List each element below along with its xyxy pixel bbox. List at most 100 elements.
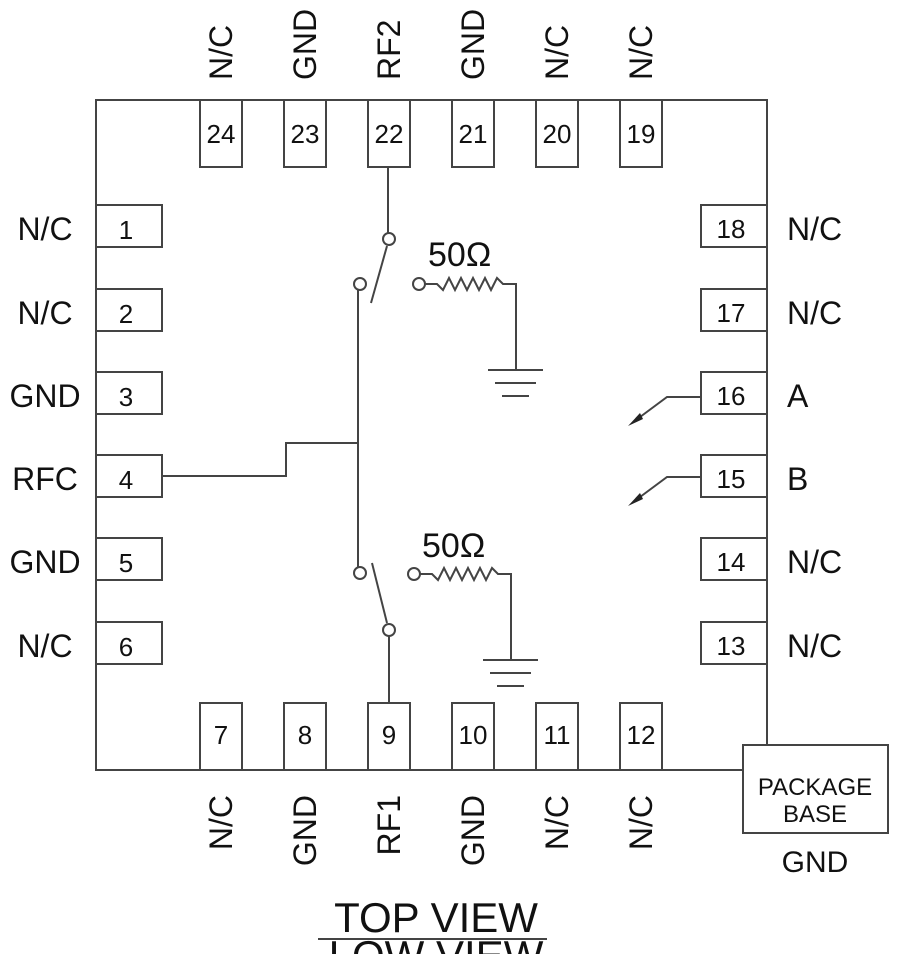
package-body <box>95 99 768 771</box>
pin-name: N/C <box>787 544 842 580</box>
pin-13-pad <box>700 621 768 665</box>
pin-name: GND <box>455 795 491 866</box>
view-title: TOP VIEW <box>334 894 538 941</box>
pin-number: 18 <box>717 214 746 244</box>
control-a-arrow-icon <box>628 413 643 426</box>
cut-off-text: LOW VIEW <box>329 932 544 954</box>
pin-15-pad <box>700 454 768 498</box>
pin-number: 4 <box>119 465 133 495</box>
pin-name: N/C <box>17 628 72 664</box>
pin-number: 1 <box>119 215 133 245</box>
switch-top-node-common <box>353 277 367 291</box>
pin-name: GND <box>9 378 80 414</box>
pin-number: 17 <box>717 298 746 328</box>
pin-name: N/C <box>17 295 72 331</box>
pin-16-pad <box>700 371 768 415</box>
pin-name: N/C <box>787 295 842 331</box>
control-b-arrow-icon <box>628 493 643 506</box>
pin-number: 10 <box>459 720 488 750</box>
switch-bottom-node-common <box>353 566 367 580</box>
pin-number: 23 <box>291 119 320 149</box>
pin-4-pad <box>95 454 163 498</box>
pin-8-pad <box>283 702 327 771</box>
pin-name: A <box>787 378 809 414</box>
pin-17-pad <box>700 288 768 332</box>
ground-symbol-bottom <box>483 659 538 687</box>
pin-number: 21 <box>459 119 488 149</box>
pin-name: B <box>787 461 808 497</box>
package-base-line1: PACKAGE <box>758 774 872 801</box>
pin-number: 2 <box>119 299 133 329</box>
pin-name: RF1 <box>371 795 407 855</box>
control-b-trace <box>635 476 700 501</box>
pin-number: 7 <box>214 720 228 750</box>
pin-number: 15 <box>717 464 746 494</box>
pin-18-pad <box>700 204 768 248</box>
pin-7-pad <box>199 702 243 771</box>
pin-14-pad <box>700 537 768 581</box>
pin-name: GND <box>287 9 323 80</box>
pin-name: N/C <box>203 795 239 850</box>
pin-22-pad <box>367 99 411 168</box>
pin-number: 3 <box>119 382 133 412</box>
pin-number: 22 <box>375 119 404 149</box>
pin-5-pad <box>95 537 163 581</box>
pin-name: N/C <box>539 795 575 850</box>
pin-10-pad <box>451 702 495 771</box>
pin-number: 12 <box>627 720 656 750</box>
pin-number: 9 <box>382 720 396 750</box>
package-base-line2: BASE <box>783 801 847 828</box>
pin-name: N/C <box>623 795 659 850</box>
switch-top-node-rf2 <box>382 232 396 246</box>
pin-number: 14 <box>717 547 746 577</box>
package-base-gnd-label: GND <box>782 846 849 879</box>
switch-top-node-term <box>412 277 426 291</box>
rfc-trace <box>162 442 358 477</box>
resistor-bottom <box>420 565 512 660</box>
pin-3-pad <box>95 371 163 415</box>
pin-name: N/C <box>787 628 842 664</box>
resistor-top-label: 50Ω <box>428 236 491 274</box>
pin-name: GND <box>287 795 323 866</box>
pin-23-pad <box>283 99 327 168</box>
pin-name: RF2 <box>371 20 407 80</box>
pin-24-pad <box>199 99 243 168</box>
control-a-trace <box>635 396 700 421</box>
pin-number: 11 <box>544 720 571 750</box>
pin-19-pad <box>619 99 663 168</box>
pin-number: 6 <box>119 632 133 662</box>
pin-number: 19 <box>627 119 656 149</box>
pin-number: 16 <box>717 381 746 411</box>
pin-name: N/C <box>539 25 575 80</box>
pin-6-pad <box>95 621 163 665</box>
pin-name: N/C <box>203 25 239 80</box>
pin-number: 13 <box>717 631 746 661</box>
pin-number: 5 <box>119 548 133 578</box>
package-base-box <box>742 744 889 834</box>
pin-name: GND <box>9 544 80 580</box>
pin-name: N/C <box>623 25 659 80</box>
resistor-bottom-label: 50Ω <box>422 527 485 565</box>
switch-bottom-node-term <box>407 567 421 581</box>
switch-top-arm <box>370 245 388 304</box>
pin-2-pad <box>95 288 163 332</box>
pin-12-pad <box>619 702 663 771</box>
pin-number: 20 <box>543 119 572 149</box>
pin-1-pad <box>95 204 163 248</box>
pin-name: N/C <box>787 211 842 247</box>
pin-name: N/C <box>17 211 72 247</box>
pin-number: 8 <box>298 720 312 750</box>
pins-top: 24 N/C 23 GND 22 RF2 21 GND 20 N/C 19 N/C <box>199 9 663 168</box>
pin-number: 24 <box>207 119 236 149</box>
ground-symbol-top <box>488 369 543 397</box>
switch-bottom-node-rf1 <box>382 623 396 637</box>
pin-name: GND <box>455 9 491 80</box>
pin-name: RFC <box>12 461 78 497</box>
resistor-top <box>425 275 517 370</box>
pin-11-pad <box>535 702 579 771</box>
switch-bottom-arm <box>371 562 388 624</box>
pin-21-pad <box>451 99 495 168</box>
